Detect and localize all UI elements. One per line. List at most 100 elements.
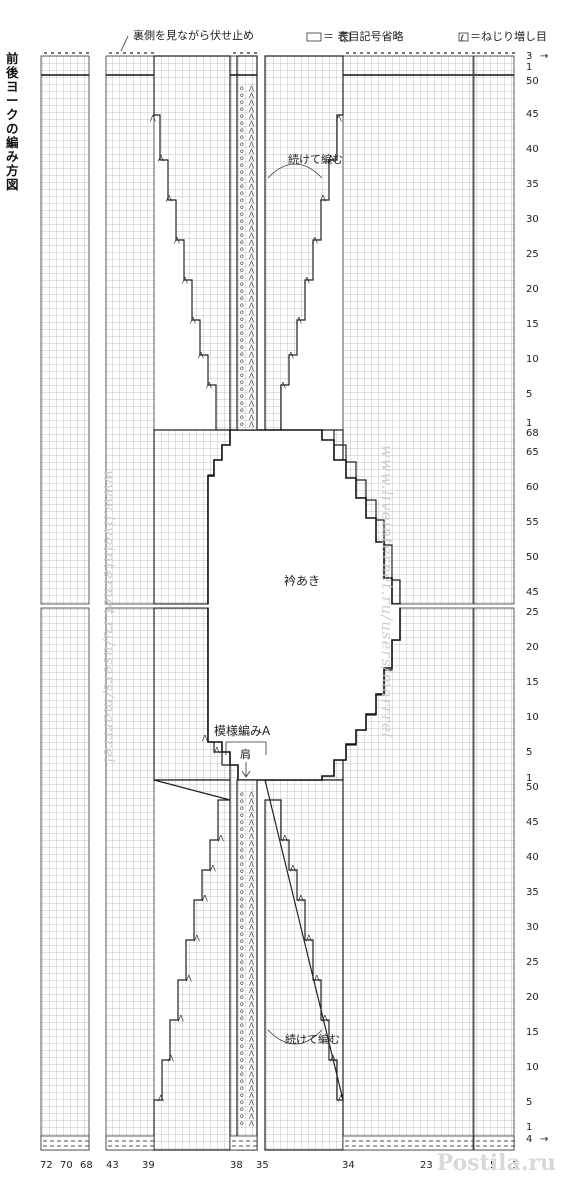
continue-top-label-1: 続けて編む — [288, 152, 343, 166]
row-number: 35 — [526, 179, 539, 190]
decrease-symbol: ⋀ — [248, 889, 254, 896]
twist-stitch-symbol: o — [240, 337, 244, 344]
twist-stitch-symbol: o — [240, 316, 244, 323]
twist-stitch-symbol: o — [240, 183, 244, 190]
decrease-symbol: ⋀ — [248, 910, 254, 917]
twist-stitch-symbol: o — [240, 791, 244, 798]
decrease-symbol: ⋀ — [248, 924, 254, 931]
decrease-symbol: ⋀ — [248, 106, 254, 113]
row-number: 65 — [526, 447, 539, 458]
grid-column-top — [473, 55, 515, 605]
twist-stitch-symbol: o — [240, 127, 244, 134]
decrease-symbol: ⋀ — [248, 386, 254, 393]
twist-stitch-symbol: o — [240, 358, 244, 365]
increase-decrease-symbol: ⋀ — [311, 236, 318, 244]
row-number: 10 — [526, 712, 539, 723]
decrease-symbol: ⋀ — [248, 260, 254, 267]
rib-band — [229, 1135, 258, 1151]
twist-stitch-symbol: o — [240, 882, 244, 889]
decrease-symbol: ⋀ — [248, 127, 254, 134]
twist-stitch-symbol: o — [240, 1043, 244, 1050]
decrease-symbol: ⋀ — [248, 833, 254, 840]
decrease-symbol: ⋀ — [248, 1099, 254, 1106]
twist-stitch-symbol: o — [240, 386, 244, 393]
decrease-symbol: ⋀ — [248, 225, 254, 232]
neck-opening-label: 衿あき — [284, 573, 320, 588]
twist-stitch-symbol: o — [240, 218, 244, 225]
decrease-symbol: ⋀ — [248, 309, 254, 316]
stitch-number: 39 — [142, 1160, 155, 1171]
decrease-symbol: ⋀ — [248, 1008, 254, 1015]
decrease-symbol: ⋀ — [248, 945, 254, 952]
decrease-symbol: ⋀ — [248, 1036, 254, 1043]
shoulder-label: 肩 — [240, 747, 251, 761]
twist-stitch-symbol: o — [240, 246, 244, 253]
stitch-number: 70 — [60, 1160, 73, 1171]
decrease-symbol: ⋀ — [248, 295, 254, 302]
twist-stitch-symbol: o — [240, 1099, 244, 1106]
twist-stitch-symbol: o — [240, 407, 244, 414]
decrease-symbol: ⋀ — [248, 938, 254, 945]
twist-stitch-symbol: o — [240, 875, 244, 882]
row-number: 5 — [526, 389, 532, 400]
twist-stitch-symbol: o — [240, 302, 244, 309]
twist-stitch-symbol: o — [240, 1050, 244, 1057]
twist-stitch-symbol: o — [240, 274, 244, 281]
decrease-symbol: ⋀ — [248, 134, 254, 141]
twist-stitch-symbol: o — [240, 798, 244, 805]
increase-decrease-symbol: ⋀ — [181, 276, 188, 284]
stitch-number: 35 — [256, 1160, 269, 1171]
decrease-symbol: ⋀ — [248, 274, 254, 281]
chart-outline — [20, 52, 520, 1151]
twist-stitch-symbol: o — [240, 393, 244, 400]
decrease-symbol: ⋀ — [248, 847, 254, 854]
twist-stitch-symbol: o — [240, 1036, 244, 1043]
twist-stitch-symbol: o — [240, 896, 244, 903]
twist-stitch-symbol: o — [240, 309, 244, 316]
increase-decrease-symbol: ⋀ — [289, 864, 296, 872]
twist-symbol-box — [458, 32, 469, 42]
increase-decrease-symbol: ⋀ — [185, 974, 192, 982]
decrease-symbol: ⋀ — [248, 113, 254, 120]
twist-stitch-symbol: o — [240, 372, 244, 379]
twist-stitch-symbol: o — [240, 141, 244, 148]
increase-decrease-symbol: ⋀ — [189, 316, 196, 324]
twist-stitch-symbol: o — [240, 400, 244, 407]
decrease-symbol: ⋀ — [248, 400, 254, 407]
decrease-symbol: ⋀ — [248, 791, 254, 798]
row-number: 55 — [526, 517, 539, 528]
decrease-symbol: ⋀ — [248, 868, 254, 875]
twist-stitch-symbol: o — [240, 155, 244, 162]
twist-stitch-symbol: o — [240, 840, 244, 847]
row-number: 1 — [526, 1122, 532, 1133]
decrease-symbol: ⋀ — [248, 896, 254, 903]
rib-band — [40, 1135, 90, 1151]
decrease-symbol: ⋀ — [248, 1106, 254, 1113]
stitch-number: 72 — [40, 1160, 53, 1171]
row-number: 30 — [526, 214, 539, 225]
row-number: 50 — [526, 782, 539, 793]
twist-stitch-symbol: o — [240, 253, 244, 260]
twist-stitch-symbol: o — [240, 980, 244, 987]
decrease-symbol: ⋀ — [248, 239, 254, 246]
row-number: 20 — [526, 642, 539, 653]
twist-stitch-symbol: o — [240, 1057, 244, 1064]
twist-stitch-symbol: o — [240, 1064, 244, 1071]
row-number: 45 — [526, 817, 539, 828]
decrease-symbol: ⋀ — [248, 987, 254, 994]
twist-stitch-symbol: o — [240, 952, 244, 959]
twist-stitch-symbol: o — [240, 232, 244, 239]
pattern-a-label: 模様編みA — [214, 723, 271, 738]
twist-stitch-symbol: o — [240, 1071, 244, 1078]
twist-stitch-symbol: o — [240, 176, 244, 183]
decrease-symbol: ⋀ — [248, 316, 254, 323]
decrease-symbol: ⋀ — [248, 973, 254, 980]
decrease-symbol: ⋀ — [248, 840, 254, 847]
twist-stitch-symbol: o — [240, 225, 244, 232]
twist-stitch-symbol: o — [240, 805, 244, 812]
twist-stitch-symbol: o — [240, 889, 244, 896]
row-number: 50 — [526, 552, 539, 563]
twist-stitch-symbol: o — [240, 106, 244, 113]
twist-stitch-symbol: o — [240, 148, 244, 155]
